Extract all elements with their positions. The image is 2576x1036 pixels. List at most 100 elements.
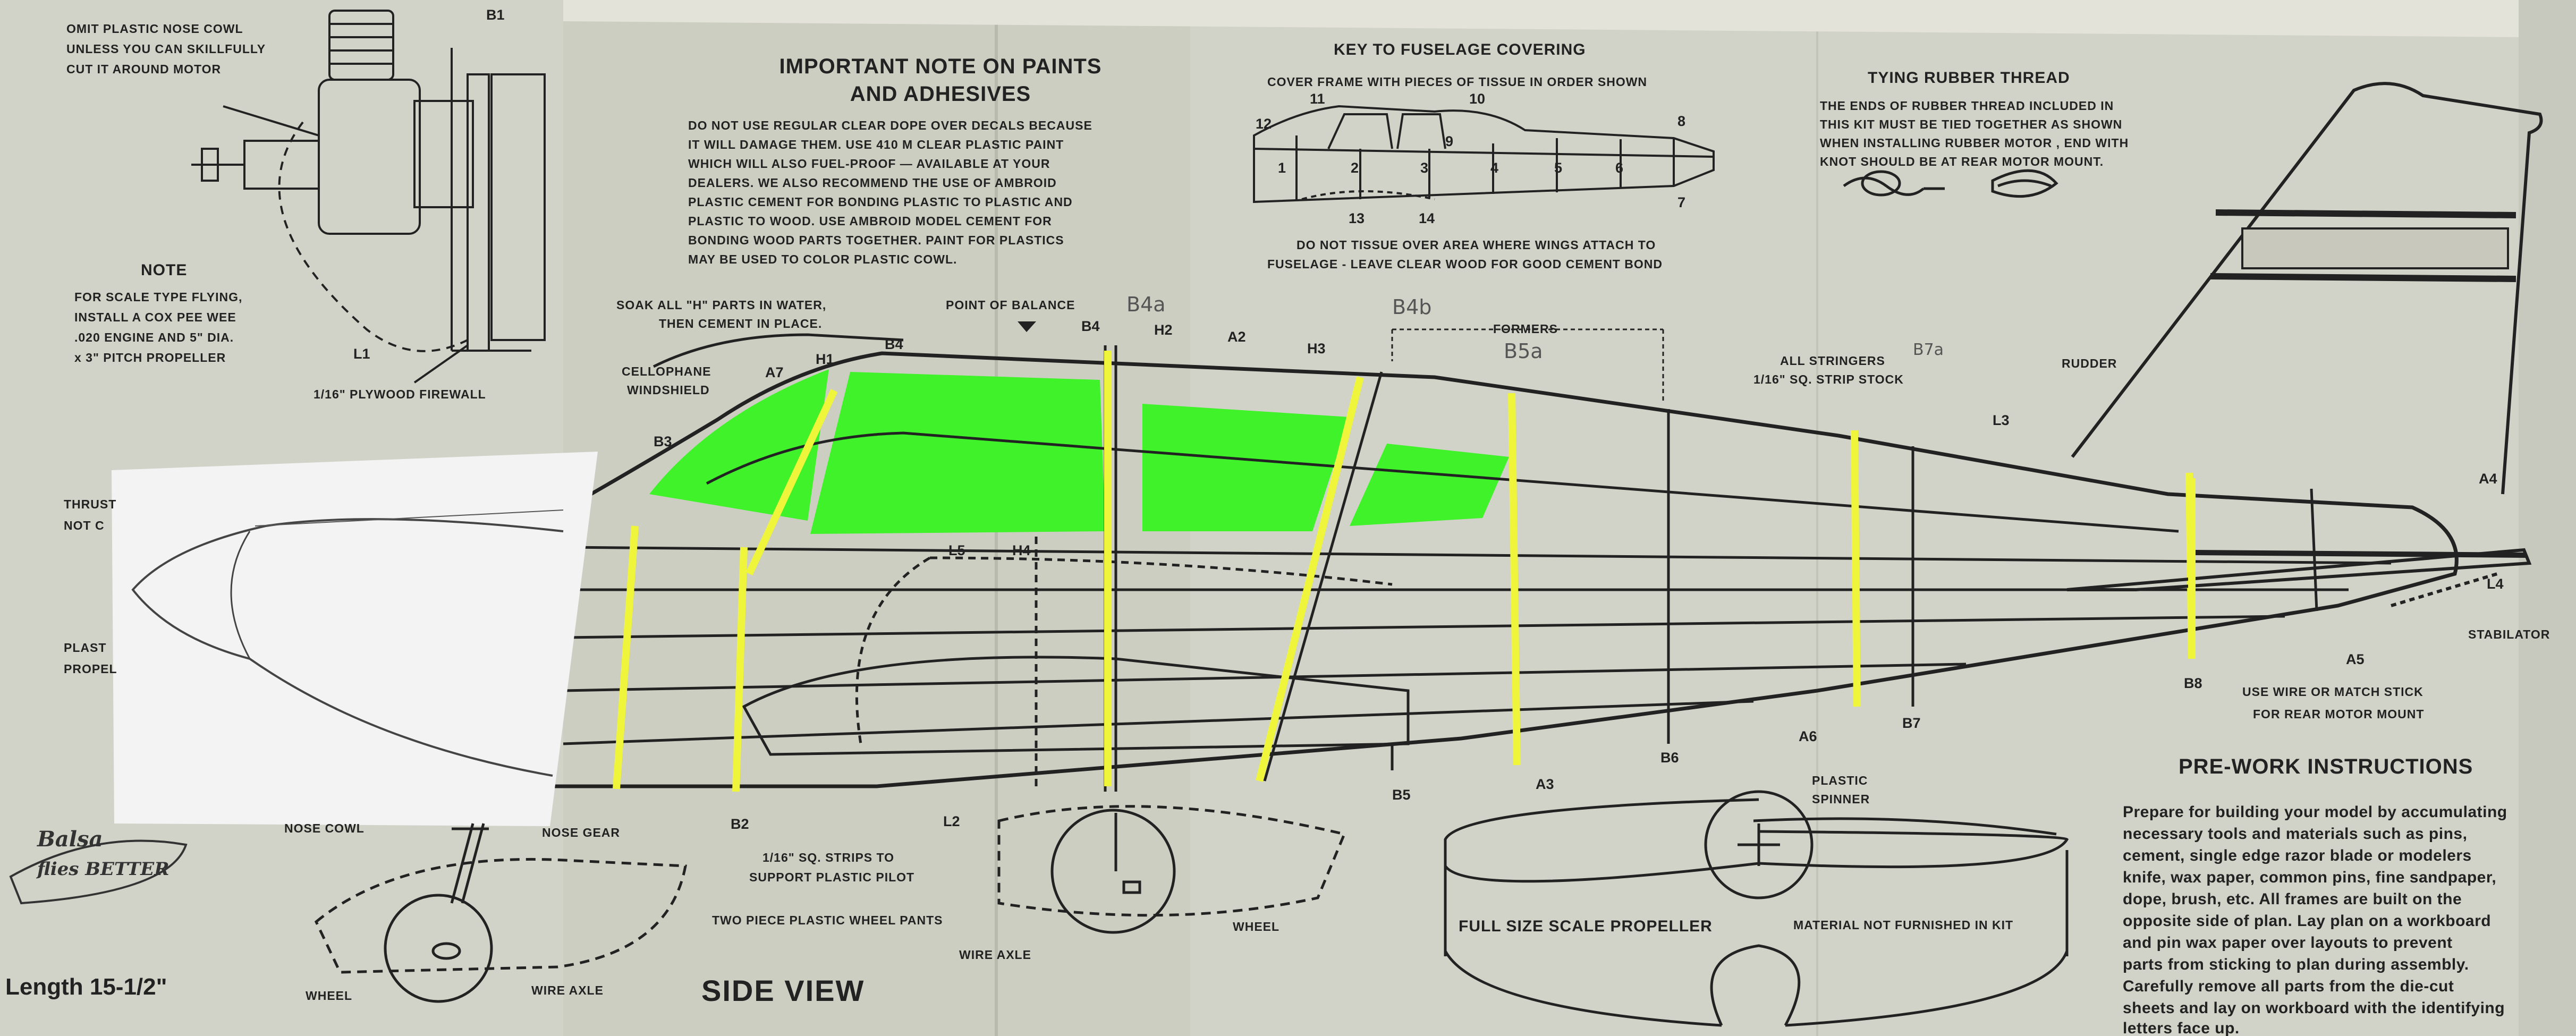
rubber-title: TYING RUBBER THREAD <box>1868 69 2070 87</box>
covering-number: 4 <box>1490 160 1499 176</box>
covering-number: 9 <box>1445 133 1454 149</box>
wire-axle-label: WIRE AXLE <box>959 948 1031 962</box>
prework-line: parts from sticking to plan during assem… <box>2123 956 2469 973</box>
brand-line: Balsa <box>37 827 103 852</box>
knot-diagram <box>1843 169 2058 198</box>
length-label: Length 15-1/2" <box>5 974 167 1000</box>
side-view-title: SIDE VIEW <box>701 974 865 1007</box>
paints-body-line: IT WILL DAMAGE THEM. USE 410 M CLEAR PLA… <box>688 138 1064 151</box>
brand-line: flies BETTER <box>37 859 170 880</box>
soak-note-line: THEN CEMENT IN PLACE. <box>659 317 823 330</box>
part-label-a3: A3 <box>1536 776 1554 792</box>
part-label-a6: A6 <box>1799 728 1817 744</box>
nose-gear-label: NOSE GEAR <box>542 826 621 839</box>
formers-label: FORMERS <box>1493 322 1558 336</box>
brand-badge <box>9 839 188 905</box>
covering-number: 7 <box>1677 194 1686 210</box>
prework-line: knife, wax paper, common pins, fine sand… <box>2123 869 2497 886</box>
note-line: .020 ENGINE AND 5" DIA. <box>74 330 234 344</box>
covering-title: KEY TO FUSELAGE COVERING <box>1334 41 1586 58</box>
strips-note-line: 1/16" SQ. STRIPS TO <box>762 851 895 864</box>
window-highlights <box>649 369 1509 534</box>
prework-line: sheets and lay on workboard with the ide… <box>2123 999 2505 1017</box>
paints-body-line: WHICH WILL ALSO FUEL-PROOF — AVAILABLE A… <box>688 157 1050 171</box>
rubber-body-line: WHEN INSTALLING RUBBER MOTOR , END WITH <box>1820 136 2129 150</box>
paints-body-line: PLASTIC CEMENT FOR BONDING PLASTIC TO PL… <box>688 195 1073 209</box>
part-label-h4: H4 <box>1012 542 1031 558</box>
engine-drawing <box>191 10 546 384</box>
balance-pointer-icon <box>1018 321 1036 332</box>
covering-subtitle: COVER FRAME WITH PIECES OF TISSUE IN ORD… <box>1267 75 1648 89</box>
stringers-label-line: ALL STRINGERS <box>1780 354 1885 368</box>
paints-body-line: DO NOT USE REGULAR CLEAR DOPE OVER DECAL… <box>688 118 1092 132</box>
covering-caution-line: DO NOT TISSUE OVER AREA WHERE WINGS ATTA… <box>1297 238 1656 252</box>
cut-text-thrust: THRUST <box>64 497 117 511</box>
covering-number: 8 <box>1677 113 1686 129</box>
rubber-body-line: KNOT SHOULD BE AT REAR MOTOR MOUNT. <box>1820 155 2104 168</box>
part-label-h3: H3 <box>1307 341 1326 356</box>
propeller-title: FULL SIZE SCALE PROPELLER <box>1459 918 1713 935</box>
handwritten-b4a: B4a <box>1126 293 1166 316</box>
prework-line: and pin wax paper over layouts to preven… <box>2123 934 2453 952</box>
covering-number: 13 <box>1349 210 1365 226</box>
part-label-l2: L2 <box>943 813 960 829</box>
note-line: FOR SCALE TYPE FLYING, <box>74 290 243 304</box>
stabilator-label: STABILATOR <box>2468 627 2550 641</box>
part-label-b3: B3 <box>654 434 672 449</box>
strips-note-line: SUPPORT PLASTIC PILOT <box>749 870 915 884</box>
wheel-label: WHEEL <box>306 989 353 1003</box>
part-label-b2: B2 <box>731 816 749 832</box>
rubber-body-line: THIS KIT MUST BE TIED TOGETHER AS SHOWN <box>1820 117 2123 131</box>
part-label-l3: L3 <box>1993 412 2010 428</box>
part-label-b4: B4 <box>1081 318 1100 334</box>
covering-number: 14 <box>1419 210 1435 226</box>
nose-cowl-label: NOSE COWL <box>284 821 365 835</box>
part-label-h1: H1 <box>816 351 834 367</box>
prework-line: Prepare for building your model by accum… <box>2123 803 2507 821</box>
paints-body-line: PLASTIC TO WOOD. USE AMBROID MODEL CEMEN… <box>688 214 1052 228</box>
paints-body-line: DEALERS. WE ALSO RECOMMEND THE USE OF AM… <box>688 176 1057 190</box>
windshield-label-line: WINDSHIELD <box>627 383 710 397</box>
omit-cowl-note-line: UNLESS YOU CAN SKILLFULLY <box>66 42 266 56</box>
fuselage-drawing <box>553 333 2459 792</box>
balance-label: POINT OF BALANCE <box>946 298 1075 312</box>
prework-line: necessary tools and materials such as pi… <box>2123 825 2468 843</box>
spinner-label-line: PLASTIC <box>1812 774 1868 787</box>
windshield-label-line: CELLOPHANE <box>622 364 711 378</box>
part-label-l4: L4 <box>2487 576 2504 592</box>
part-label-a7: A7 <box>765 364 784 380</box>
handwritten-b5a: B5a <box>1504 339 1543 363</box>
paints-title-line: AND ADHESIVES <box>850 82 1031 106</box>
cut-text-not: NOT C <box>64 519 105 532</box>
handwritten-b7a: B7a <box>1913 341 1944 359</box>
cowl-paper-patch <box>112 452 598 826</box>
part-label-b1: B1 <box>486 7 505 23</box>
rear-window-highlight <box>1350 444 1509 526</box>
middle-window-highlight <box>1142 404 1350 531</box>
front-window-highlight <box>810 372 1105 534</box>
prework-title: PRE-WORK INSTRUCTIONS <box>2179 755 2473 778</box>
prework-line: letters face up. <box>2123 1020 2240 1036</box>
stringers-label-line: 1/16" SQ. STRIP STOCK <box>1753 372 1904 386</box>
cut-text-propel: PROPEL <box>64 662 117 676</box>
omit-cowl-note-line: CUT IT AROUND MOTOR <box>66 62 222 76</box>
part-label-a5: A5 <box>2346 651 2365 667</box>
right-margin <box>2519 0 2576 1036</box>
covering-number: 12 <box>1256 116 1272 132</box>
note-title: NOTE <box>141 261 188 279</box>
part-label-b4-top: B4 <box>885 336 903 352</box>
covering-caution-line: FUSELAGE - LEAVE CLEAR WOOD FOR GOOD CEM… <box>1267 257 1663 271</box>
wheel-pants-label: TWO PIECE PLASTIC WHEEL PANTS <box>712 913 943 927</box>
rudder-label: RUDDER <box>2062 356 2117 370</box>
soak-note-line: SOAK ALL "H" PARTS IN WATER, <box>616 298 827 312</box>
covering-number: 3 <box>1420 160 1429 176</box>
part-label-l5: L5 <box>948 542 965 558</box>
motor-mount-note-line: FOR REAR MOTOR MOUNT <box>2253 707 2425 721</box>
tail-drawing <box>2066 82 2543 607</box>
windshield-highlight <box>649 369 829 521</box>
torn-top-edge <box>563 0 2524 37</box>
covering-number: 6 <box>1615 160 1624 176</box>
prework-line: Carefully remove all parts from the die-… <box>2123 978 2454 995</box>
